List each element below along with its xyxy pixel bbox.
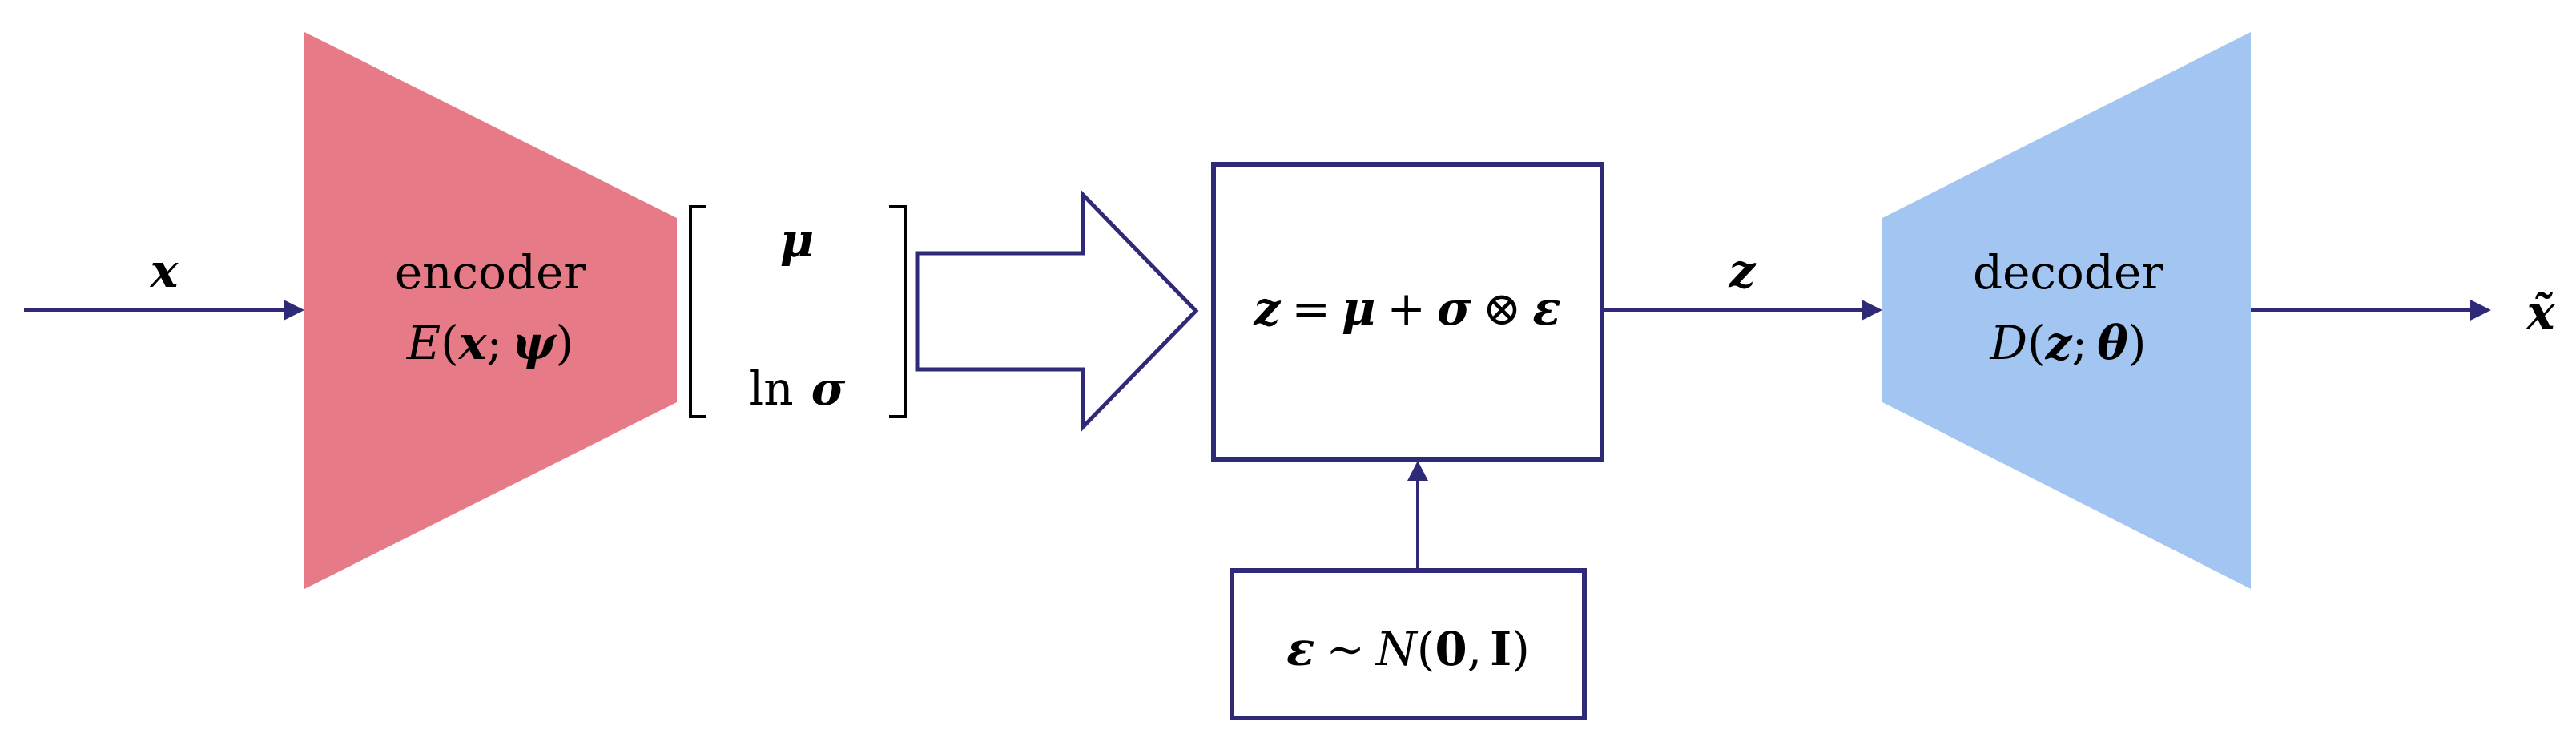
noise-distribution: ε∼N(0,I) [1286, 622, 1530, 676]
sampling-block-arrow [915, 189, 1199, 433]
decoder-block [1882, 32, 2251, 589]
input-label: x [149, 244, 179, 298]
decoder-function: D(z;θ) [1990, 316, 2147, 370]
reparameterization-box [1211, 162, 1604, 462]
encoder-function: E(x;ψ) [406, 316, 574, 370]
latent-label: z [1729, 244, 1757, 298]
noise-arrowhead [1407, 461, 1428, 481]
right-bracket [889, 205, 907, 418]
left-bracket [689, 205, 706, 418]
decoder-label: decoder [1973, 245, 2163, 300]
output-label: x̃ [2526, 285, 2556, 340]
reparameterization-equation: z=μ+σ⊗ε [1253, 281, 1560, 336]
noise-box [1230, 568, 1587, 720]
latent-arrowhead [1862, 300, 1882, 321]
output-arrowhead [2470, 300, 2491, 321]
encoder-block [304, 32, 677, 589]
mu-param: μ [780, 213, 814, 268]
encoder-label: encoder [395, 245, 586, 300]
input-arrowhead [284, 300, 304, 321]
